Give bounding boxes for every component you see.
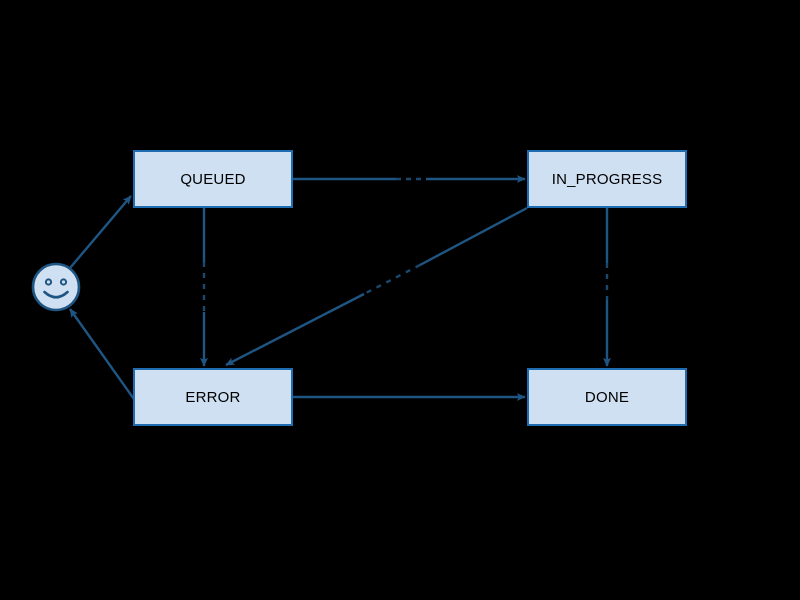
edge-error-to-start xyxy=(69,308,137,403)
state-node-queued[interactable]: QUEUED xyxy=(133,150,293,208)
state-node-done[interactable]: DONE xyxy=(527,368,687,426)
edge-start-to-queued xyxy=(69,195,132,269)
edge-in-progress-to-error xyxy=(225,206,528,367)
state-node-label: QUEUED xyxy=(180,170,246,188)
smiley-face-icon[interactable] xyxy=(30,261,82,313)
state-node-error[interactable]: ERROR xyxy=(133,368,293,426)
state-node-label: ERROR xyxy=(185,388,241,406)
state-node-label: IN_PROGRESS xyxy=(551,170,663,188)
state-node-in-progress[interactable]: IN_PROGRESS xyxy=(527,150,687,208)
state-node-label: DONE xyxy=(584,388,630,406)
